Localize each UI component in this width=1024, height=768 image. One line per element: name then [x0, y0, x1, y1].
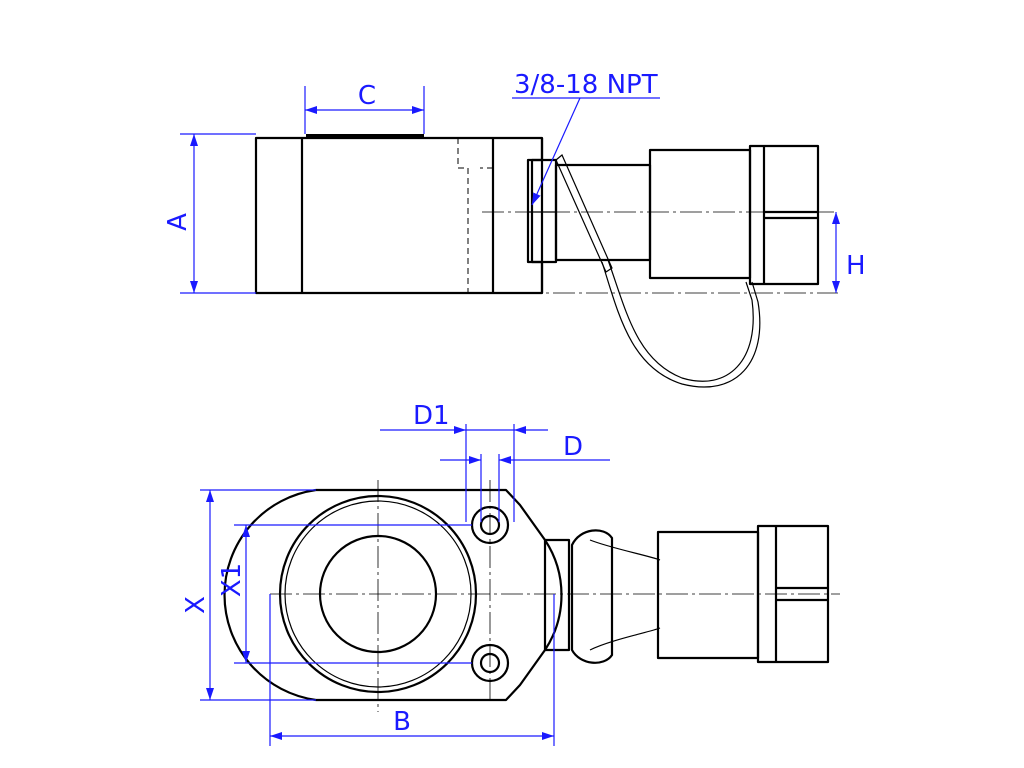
- dimension-h: H: [832, 212, 866, 293]
- dimension-x: X: [181, 489, 316, 701]
- cylinder-plan: [223, 488, 563, 702]
- label-d1: D1: [413, 401, 450, 431]
- label-x: X: [181, 596, 211, 614]
- top-centerlines: [270, 480, 840, 712]
- label-a: A: [163, 213, 193, 231]
- dimension-a: A: [163, 133, 256, 294]
- side-view: A C H 3/8-18 NPT: [163, 70, 866, 388]
- dimension-c: C: [304, 81, 425, 134]
- dimension-d1: D1: [380, 401, 548, 522]
- top-view: X X1 B D1 D: [181, 401, 840, 746]
- dimension-b: B: [269, 594, 555, 746]
- label-d: D: [563, 432, 583, 462]
- port-callout: 3/8-18 NPT: [512, 70, 660, 206]
- dimension-d: D: [440, 432, 610, 522]
- label-b: B: [393, 707, 411, 737]
- label-h: H: [846, 251, 866, 281]
- label-port-thread: 3/8-18 NPT: [514, 70, 658, 100]
- dimension-x1: X1: [217, 524, 472, 664]
- dust-cap-strap: [555, 154, 761, 388]
- side-centerlines: [482, 211, 838, 294]
- label-x1: X1: [217, 563, 247, 597]
- hidden-bore: [457, 138, 493, 293]
- cylinder-body: [254, 134, 544, 295]
- label-c: C: [358, 81, 376, 111]
- coupler-body: [526, 138, 820, 293]
